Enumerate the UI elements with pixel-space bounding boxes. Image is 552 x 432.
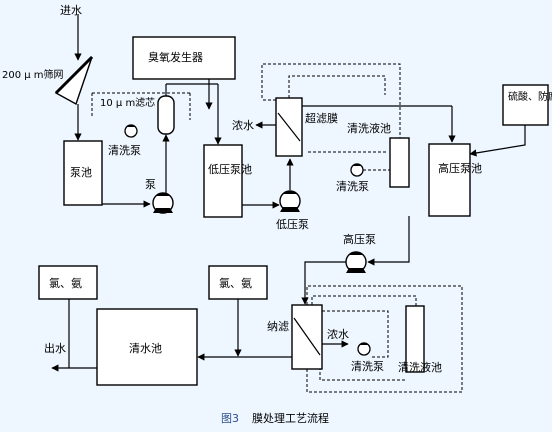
wash-pump-3-label: 清洗泵 [351, 360, 384, 373]
filter-core-label: 10 μ m滤芯 [100, 96, 155, 109]
inlet-label: 进水 [60, 4, 82, 17]
nanofiltration-label: 纳滤 [267, 320, 289, 333]
acid-preservative-label: 硫酸、防腐剂 [508, 90, 552, 103]
chlorine-ammonia-1-box [38, 265, 98, 300]
wash-tank-1-label: 清洗液池 [347, 121, 391, 135]
ozone-generator-box [132, 36, 236, 80]
nanofiltration-diagonal [293, 317, 321, 356]
high-pressure-tank-box [428, 143, 471, 217]
figure-title: 膜处理工艺流程 [252, 411, 329, 425]
outlet-label: 出水 [44, 341, 66, 355]
wash-pump-3-icon [357, 342, 371, 356]
uf-membrane-diagonal [277, 112, 301, 142]
chlorine-ammonia-2-box [208, 265, 268, 300]
high-pressure-tank-label: 高压泵池 [438, 161, 482, 175]
clean-water-tank-box [96, 308, 198, 386]
clean-water-tank-label: 清水池 [129, 342, 162, 355]
wash-pump-2-label: 清洗泵 [336, 180, 369, 193]
wash-tank-2-box [405, 305, 425, 373]
nf-wash-loop-top [306, 285, 463, 393]
wash-tank-1-box [389, 137, 410, 188]
wash-pump-2-icon [350, 163, 364, 177]
low-pressure-tank-box [203, 144, 243, 218]
uf-wash-loop-right [288, 75, 386, 98]
uf-wash-loop-top [261, 63, 401, 140]
screen-label: 200 μ m筛网 [2, 68, 64, 81]
concentrate-2-label: 浓水 [327, 328, 349, 341]
pump-tank-box [63, 140, 103, 206]
screen-mesh-icon [54, 55, 94, 106]
low-pressure-pump-label: 低压泵 [276, 218, 309, 231]
concentrate-1-label: 浓水 [232, 119, 254, 132]
high-tank-to-hp-pump [367, 216, 410, 266]
hp-pump-to-nf [301, 261, 346, 305]
low-pressure-pump-icon [279, 190, 301, 212]
filter-core-box [157, 95, 175, 135]
high-pressure-pump-label: 高压泵 [343, 232, 376, 246]
nf-wash-loop-in [311, 295, 417, 306]
chlorine-ammonia-2-label: 氯、氨 [219, 276, 252, 290]
pump-1-label: 泵 [145, 178, 156, 191]
high-pressure-pump-icon [345, 251, 367, 273]
acid-preservative-box [502, 84, 549, 126]
uf-membrane-label: 超滤膜 [305, 111, 338, 125]
pump-tank-label: 泵池 [70, 166, 92, 179]
figure-number: 图3 [221, 412, 239, 425]
wash-tank-2-label: 清洗液池 [398, 360, 442, 374]
nf-wash-loop-bottom [319, 369, 405, 381]
ozone-generator-label: 臭氧发生器 [148, 50, 203, 64]
pump-1-icon [152, 192, 174, 214]
acid-to-high-tank [469, 125, 526, 157]
wash-pump-1-label: 清洗泵 [108, 144, 141, 157]
chlorine-ammonia-1-label: 氯、氨 [49, 276, 82, 290]
low-pressure-tank-label: 低压泵池 [208, 163, 252, 176]
nf-wash-loop-mid [322, 310, 389, 358]
wash-pump-1-icon [124, 124, 138, 138]
